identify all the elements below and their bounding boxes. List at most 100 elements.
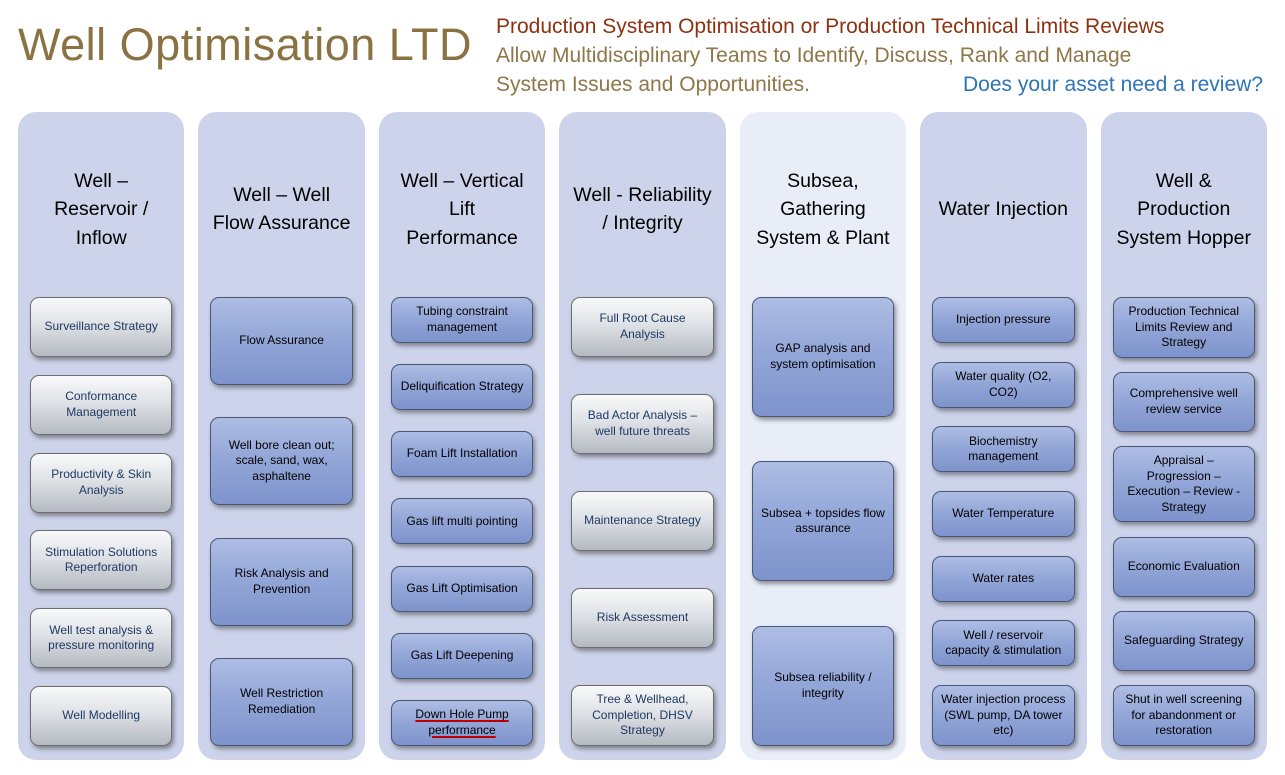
category-box: Water injection process (SWL pump, DA to… — [932, 685, 1075, 746]
column-boxes: GAP analysis and system optimisation Sub… — [750, 296, 896, 746]
category-box: Risk Analysis and Prevention — [210, 537, 353, 626]
headline-line2: Allow Multidisciplinary Teams to Identif… — [496, 43, 1132, 67]
column-boxes: Tubing constraint management Deliquifica… — [389, 296, 535, 746]
box-label: Water Temperature — [952, 506, 1055, 521]
box-label: Surveillance Strategy — [44, 319, 158, 334]
category-box: Biochemistry management — [932, 426, 1075, 473]
column-boxes: Full Root Cause Analysis Bad Actor Analy… — [569, 296, 715, 746]
category-box: Shut in well screening for abandonment o… — [1112, 685, 1255, 746]
box-label: Gas Lift Optimisation — [406, 580, 518, 595]
column-title: Well & Production System Hopper — [1116, 170, 1251, 249]
header-text-block: Production System Optimisation or Produc… — [496, 8, 1263, 100]
box-label: GAP analysis and system optimisation — [770, 341, 876, 371]
headline-line1: Production System Optimisation or Produc… — [496, 15, 1165, 38]
category-box: Tubing constraint management — [390, 296, 534, 343]
column-title: Water Injection — [938, 198, 1068, 221]
category-box: Surveillance Strategy — [30, 296, 173, 357]
box-label: Subsea reliability / integrity — [774, 670, 872, 700]
category-box: Well Modelling — [30, 685, 173, 746]
column-boxes: Surveillance Strategy Conformance Manage… — [28, 296, 174, 746]
category-box: Stimulation Solutions Reperforation — [30, 530, 173, 591]
box-label: Water injection process (SWL pump, DA to… — [941, 692, 1066, 738]
box-label: Water quality (O2, CO2) — [955, 369, 1052, 399]
box-label: Well Modelling — [62, 708, 141, 723]
box-label: Conformance Management — [65, 389, 138, 419]
category-box: Water quality (O2, CO2) — [932, 361, 1075, 408]
column-boxes: Injection pressure Water quality (O2, CO… — [930, 296, 1076, 746]
box-label: Risk Analysis and Prevention — [234, 565, 329, 596]
box-label: Water rates — [972, 570, 1035, 585]
category-box: Well test analysis & pressure monitoring — [30, 608, 173, 669]
category-box: Injection pressure — [932, 296, 1075, 343]
box-label: Productivity & Skin Analysis — [51, 466, 152, 497]
category-box: Production Technical Limits Review and S… — [1112, 296, 1255, 358]
box-label: Safeguarding Strategy — [1124, 633, 1244, 648]
category-box: Flow Assurance — [210, 296, 353, 385]
box-label: Biochemistry management — [968, 433, 1039, 464]
category-box: Comprehensive well review service — [1112, 371, 1255, 432]
box-label: Risk Assessment — [596, 610, 689, 625]
category-box: Well bore clean out; scale, sand, wax, a… — [210, 417, 353, 506]
category-box: Subsea reliability / integrity — [751, 625, 895, 746]
column-7: Well & Production System Hopper Producti… — [1100, 111, 1267, 760]
category-box: Well / reservoir capacity & stimulation — [932, 620, 1075, 667]
column-3: Well – Vertical Lift Performance Tubing … — [378, 111, 546, 760]
box-label: Deliquification Strategy — [400, 379, 524, 394]
box-label: Comprehensive well review service — [1129, 386, 1238, 416]
category-box: Conformance Management — [30, 374, 173, 435]
column-title: Well – Reservoir / Inflow — [54, 170, 149, 249]
headline-review-question: Does your asset need a review? — [963, 72, 1263, 96]
category-box: Tree & Wellhead, Completion, DHSV Strate… — [571, 685, 714, 746]
box-label: Appraisal – Progression – Execution – Re… — [1127, 453, 1241, 514]
box-label: Gas lift multi pointing — [406, 513, 518, 528]
category-box: Safeguarding Strategy — [1112, 610, 1255, 671]
category-box: Bad Actor Analysis – well future threats — [571, 393, 714, 454]
box-label: Well / reservoir capacity & stimulation — [945, 627, 1062, 658]
category-box: Maintenance Strategy — [571, 491, 714, 551]
category-box: Foam Lift Installation — [390, 431, 534, 478]
category-box: Risk Assessment — [571, 588, 714, 649]
category-box: Full Root Cause Analysis — [571, 296, 714, 357]
category-box: Down Hole Pump performance — [390, 699, 534, 746]
category-box: Gas lift multi pointing — [390, 498, 534, 545]
column-title: Subsea, Gathering System & Plant — [756, 170, 890, 249]
category-box: Gas Lift Optimisation — [390, 565, 534, 612]
headline-line3: System Issues and Opportunities. Does yo… — [496, 71, 1263, 100]
box-label: Well test analysis & pressure monitoring — [48, 622, 155, 653]
box-label: Production Technical Limits Review and S… — [1128, 303, 1239, 350]
column-5: Subsea, Gathering System & Plant GAP ana… — [739, 111, 907, 760]
category-box: Water rates — [932, 555, 1075, 602]
box-label: Well bore clean out; scale, sand, wax, a… — [228, 437, 335, 484]
column-1: Well – Reservoir / Inflow Surveillance S… — [18, 111, 185, 760]
column-2: Well – Well Flow Assurance Flow Assuranc… — [198, 111, 365, 760]
box-label: Gas Lift Deepening — [410, 647, 514, 662]
column-title: Well – Vertical Lift Performance — [400, 170, 524, 249]
box-label: Maintenance Strategy — [584, 513, 701, 528]
column-4: Well - Reliability / Integrity Full Root… — [559, 111, 726, 760]
column-title: Well - Reliability / Integrity — [573, 184, 712, 235]
brand-title: Well Optimisation LTD — [18, 19, 472, 70]
category-box: Appraisal – Progression – Execution – Re… — [1112, 446, 1255, 523]
box-label: Injection pressure — [955, 312, 1051, 327]
column-boxes: Flow Assurance Well bore clean out; scal… — [208, 296, 354, 746]
box-label: Flow Assurance — [239, 333, 324, 348]
header: Well Optimisation LTD Production System … — [0, 0, 1285, 100]
category-box: Well Restriction Remediation — [210, 657, 353, 746]
box-label: Tree & Wellhead, Completion, DHSV Strate… — [592, 692, 693, 738]
column-6: Water Injection Injection pressure Water… — [920, 111, 1087, 760]
box-label: Foam Lift Installation — [406, 446, 518, 461]
box-label: Down Hole Pump performance — [415, 707, 509, 737]
category-box: Economic Evaluation — [1112, 536, 1255, 597]
columns-row: Well – Reservoir / Inflow Surveillance S… — [18, 111, 1267, 760]
box-label: Economic Evaluation — [1127, 558, 1240, 573]
headline-line3-left: System Issues and Opportunities. — [496, 72, 810, 96]
box-label: Shut in well screening for abandonment o… — [1125, 692, 1243, 738]
box-label: Tubing constraint management — [416, 304, 508, 334]
box-label: Well Restriction Remediation — [240, 686, 324, 716]
column-boxes: Production Technical Limits Review and S… — [1111, 296, 1257, 746]
category-box: Water Temperature — [932, 491, 1075, 538]
category-box: Gas Lift Deepening — [390, 632, 534, 679]
category-box: Productivity & Skin Analysis — [30, 452, 173, 513]
box-label: Stimulation Solutions Reperforation — [45, 544, 158, 575]
